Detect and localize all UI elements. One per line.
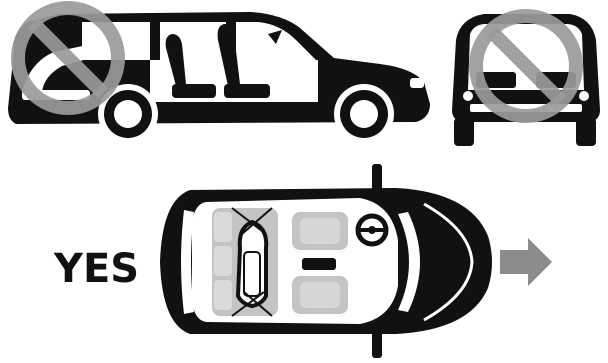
front-left-seat [292, 212, 348, 250]
yes-label: YES [53, 246, 139, 292]
left-tire [454, 118, 474, 146]
car-top-view [160, 164, 492, 358]
center-console [302, 258, 336, 270]
left-taillight [463, 91, 473, 101]
headlight [410, 78, 424, 88]
car-side-view [8, 12, 430, 144]
right-mirror [372, 330, 382, 358]
right-arrow-icon [500, 238, 552, 286]
front-wheel [334, 84, 394, 144]
front-right-seat [292, 276, 348, 314]
right-taillight [579, 91, 589, 101]
right-tire [576, 118, 596, 146]
left-mirror [372, 164, 382, 192]
